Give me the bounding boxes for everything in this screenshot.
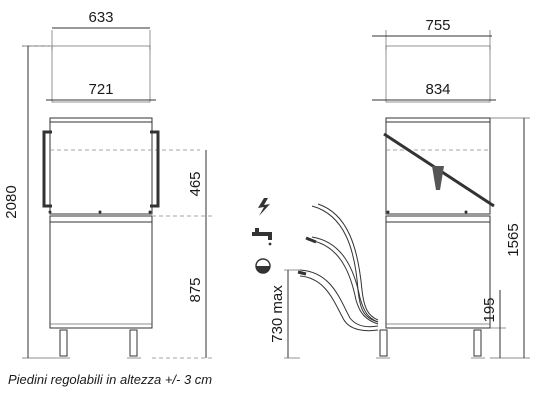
drain-icon — [255, 258, 271, 274]
front-body-width-label: 721 — [88, 81, 113, 98]
lightning-icon — [258, 198, 270, 216]
side-view: 755 834 1565 195 — [372, 17, 530, 359]
side-upper-height-label: 1565 — [505, 223, 522, 256]
drain-max-height-label: 730 max — [269, 285, 286, 343]
side-connection-height-label: 195 — [481, 297, 498, 322]
front-lower-height-label: 875 — [187, 277, 204, 302]
side-top-depth-label: 755 — [425, 17, 450, 34]
front-top-width-label: 633 — [88, 9, 113, 26]
connections: 730 max — [252, 198, 379, 359]
side-body-depth-label: 834 — [425, 81, 450, 98]
adjustable-feet-caption: Piedini regolabili in altezza +/- 3 cm — [8, 372, 213, 387]
front-total-height-label: 2080 — [3, 185, 20, 218]
front-hood-height-label: 465 — [187, 171, 204, 196]
water-tap-icon — [252, 228, 272, 246]
front-view: 633 721 2080 465 8 — [3, 9, 214, 359]
